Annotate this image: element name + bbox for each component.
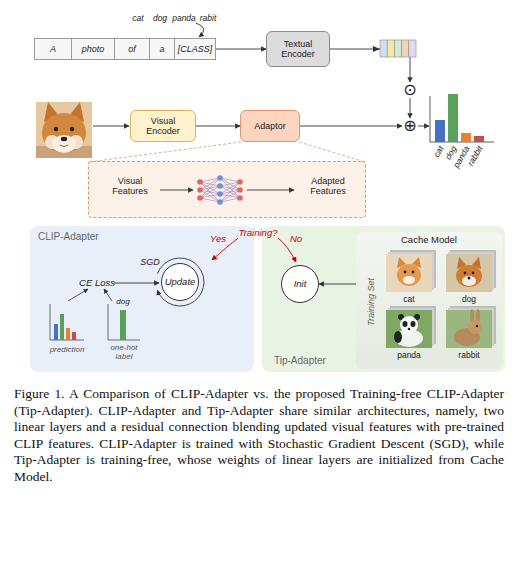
node-label: of <box>128 44 136 54</box>
node-label: Textual Encoder <box>276 39 320 60</box>
node-label: Update <box>165 277 196 288</box>
node-label: A <box>50 44 56 54</box>
chart-caption: one-hot label <box>106 343 142 361</box>
sum-operator: ⊕ <box>402 118 418 134</box>
branch-label: Yes <box>210 234 226 245</box>
text-feature-vector <box>409 40 416 57</box>
node-label: ⊕ <box>403 118 416 134</box>
dog-photo <box>69 135 83 149</box>
token-box: photo <box>72 38 115 60</box>
dog-photo <box>60 145 68 147</box>
image-label: cat <box>403 295 414 305</box>
text-feature-vector <box>387 40 394 57</box>
encoder-box: Textual Encoder <box>266 31 330 67</box>
feature-label: Adapted Features <box>297 176 359 197</box>
dog-photo <box>36 146 92 158</box>
dog-photo <box>36 102 129 158</box>
decision-label: Training? <box>239 228 278 239</box>
section-heading: Cache Model <box>356 235 502 246</box>
node-label: ⊙ <box>403 82 416 98</box>
class-word-arrow <box>196 23 204 37</box>
node-label: photo <box>82 44 105 54</box>
class-word-arrow <box>196 23 204 37</box>
dog-photo <box>70 127 74 131</box>
node-label: [CLASS] <box>178 44 213 54</box>
node-label: Init <box>294 279 307 290</box>
panel-title: CLIP-Adapter <box>38 231 99 243</box>
feature-label: Visual Features <box>102 176 158 197</box>
dog-photo <box>93 126 129 127</box>
flow-arrow <box>196 126 240 127</box>
dog-photo <box>52 135 76 153</box>
class-word: panda <box>172 14 196 24</box>
logits-bar-chart <box>474 136 484 142</box>
logits-bar-chart <box>418 94 494 142</box>
init-circle: Init <box>281 265 319 303</box>
text-feature-vector <box>394 40 401 57</box>
figure-caption: Figure 1. A Comparison of CLIP-Adapter v… <box>14 386 504 486</box>
logits-bar-chart <box>435 120 445 142</box>
node-label: a <box>159 44 164 54</box>
dog-photo <box>69 102 84 122</box>
logits-bar-chart <box>418 126 429 127</box>
adaptor-box: Adaptor <box>240 110 300 142</box>
token-box: [CLASS] <box>175 38 216 60</box>
dog-photo <box>44 102 59 122</box>
rotated-caption: Training Set <box>366 278 376 326</box>
loss-label: CE Loss <box>79 278 115 289</box>
dog-photo <box>42 113 86 153</box>
hadamard-operator: ⊙ <box>402 82 418 98</box>
text-feature-vector <box>380 40 387 57</box>
update-circle: Update <box>161 263 199 301</box>
logits-bar-chart <box>461 133 471 142</box>
encoder-box: Visual Encoder <box>130 110 196 142</box>
class-word: dog <box>116 297 129 306</box>
image-label: dog <box>462 295 476 305</box>
token-box: a <box>150 38 175 60</box>
optimizer-label: SGD <box>140 257 160 267</box>
adaptor-leader-lines <box>299 142 365 162</box>
token-box: of <box>115 38 150 60</box>
logits-bar-chart <box>448 94 458 142</box>
class-word: cat <box>132 14 143 24</box>
flow-arrow <box>330 49 410 82</box>
panel-title: Tip-Adapter <box>274 355 326 367</box>
flow-arrow <box>410 98 411 118</box>
adaptor-leader-lines <box>89 142 241 162</box>
logits-bar-chart <box>430 142 494 143</box>
chart-caption: prediction <box>50 345 85 354</box>
dog-photo <box>45 135 59 149</box>
dog-photo <box>36 102 92 158</box>
adaptor-detail-box: Visual Features Adapted Features <box>88 161 366 218</box>
branch-label: No <box>290 234 302 245</box>
flow-arrow <box>216 49 266 50</box>
class-word: rabit <box>200 14 217 24</box>
dog-photo <box>61 137 67 141</box>
text-feature-vector <box>373 46 380 52</box>
flow-arrow <box>300 126 402 127</box>
dog-photo <box>54 127 58 131</box>
node-label: Adaptor <box>254 121 286 131</box>
logits-bar-chart <box>430 96 431 142</box>
text-feature-vector <box>402 40 409 57</box>
cache-box: Cache ModelTraining Set <box>356 232 502 369</box>
adaptor-leader-lines <box>89 142 365 162</box>
class-word: dog <box>153 14 167 24</box>
image-label: rabbit <box>458 351 479 361</box>
text-feature-vector <box>373 40 416 57</box>
token-box: A <box>34 38 72 60</box>
node-label: Visual Encoder <box>143 116 183 137</box>
image-label: panda <box>397 351 421 361</box>
